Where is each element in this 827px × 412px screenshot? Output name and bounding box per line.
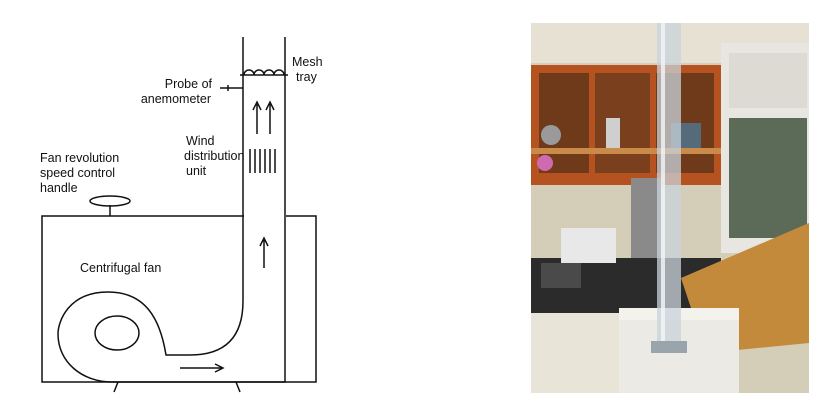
photo-item-2 (606, 118, 620, 148)
fan-hub (94, 315, 140, 351)
photo-shelf-board (531, 148, 721, 154)
photo-hood-top (729, 53, 807, 108)
label-handle-1: Fan revolution (40, 151, 119, 165)
speed-control-handle (89, 195, 131, 207)
centrifugal-fan-scroll (57, 291, 286, 383)
apparatus-diagram: Mesh tray Probe of anemometer Wind distr… (40, 37, 323, 393)
label-handle-2: speed control (40, 166, 115, 180)
label-mesh-tray-1: Mesh (292, 55, 323, 69)
label-centrifugal-fan: Centrifugal fan (80, 261, 161, 275)
photo-item-4 (537, 155, 553, 171)
lab-photo (531, 23, 809, 393)
photo-tube-base (651, 341, 687, 353)
photo-equipment-3 (541, 263, 581, 288)
housing-foot-left (113, 381, 119, 393)
label-wind-1: Wind (186, 134, 215, 148)
housing-outline (41, 215, 317, 383)
wind-distribution-unit (249, 149, 276, 173)
photo-hood-window (729, 118, 807, 238)
label-probe-2: anemometer (141, 92, 211, 106)
photo-equipment-1 (561, 228, 616, 263)
label-wind-2: distribution (184, 149, 244, 163)
label-handle-3: handle (40, 181, 78, 195)
label-probe-1: Probe of (165, 77, 213, 91)
photo-item-1 (541, 125, 561, 145)
flow-arrow-up-left (252, 100, 262, 134)
photo-shelf-inner-2 (595, 73, 650, 173)
mesh-tray-loops (243, 69, 285, 76)
flow-arrow-up-right (265, 100, 275, 134)
housing-foot-right (235, 381, 241, 393)
anemometer-probe (220, 85, 243, 91)
flow-arrow-up-duct (259, 236, 269, 268)
photo-tube-highlight (661, 23, 665, 353)
flow-arrow-right (180, 363, 225, 373)
label-mesh-tray-2: tray (296, 70, 318, 84)
photo-tube (657, 23, 681, 353)
photo-equipment-2 (631, 178, 661, 258)
label-wind-3: unit (186, 164, 207, 178)
